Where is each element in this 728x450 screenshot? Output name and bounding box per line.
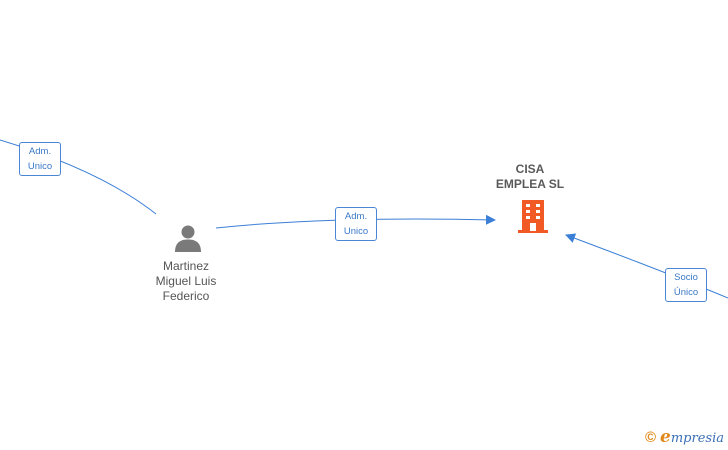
company-name[interactable]: CISA EMPLEA SL xyxy=(495,162,565,191)
person-icon[interactable] xyxy=(173,223,203,253)
brand-logo: empresia xyxy=(660,427,724,447)
building-icon[interactable] xyxy=(517,199,549,233)
brand-watermark: © empresia xyxy=(645,427,724,447)
edge-right-to-company xyxy=(565,233,728,299)
edge-label-right[interactable]: Socio Único xyxy=(665,268,707,302)
edge-label-person-company[interactable]: Adm. Unico xyxy=(335,207,377,241)
copyright-icon: © xyxy=(644,428,657,446)
person-name[interactable]: Martinez Miguel Luis Federico xyxy=(155,259,217,303)
edge-label-left[interactable]: Adm. Unico xyxy=(19,142,61,176)
